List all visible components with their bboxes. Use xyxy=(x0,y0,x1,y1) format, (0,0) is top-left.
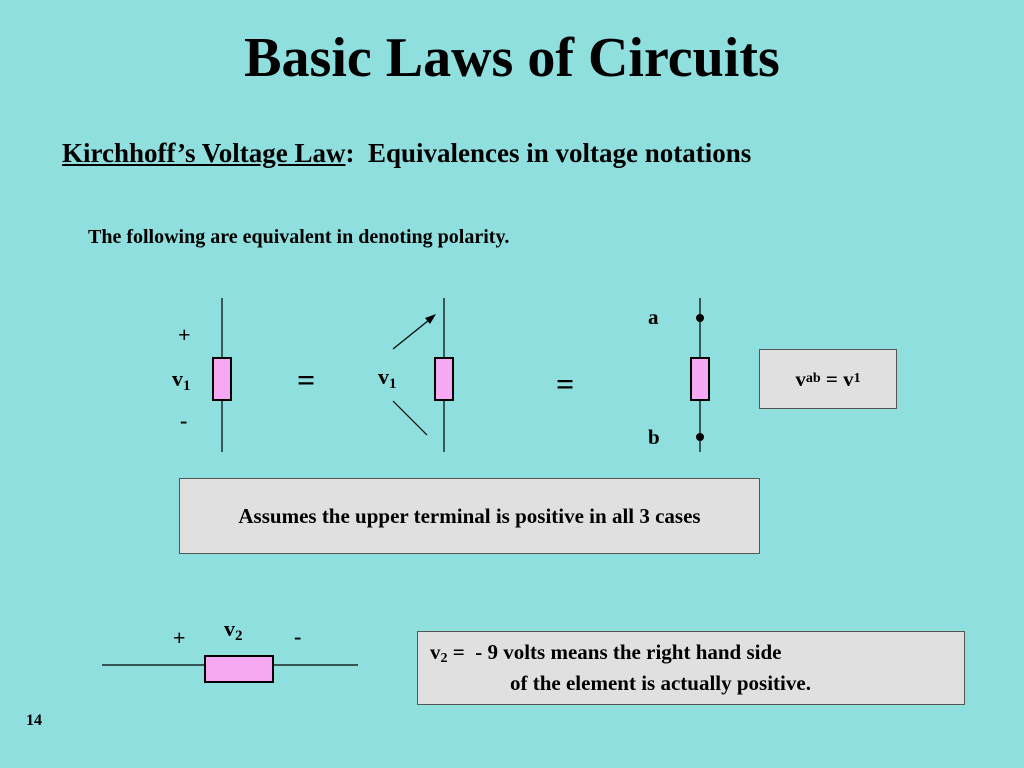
assumption-box: Assumes the upper terminal is positive i… xyxy=(179,478,760,554)
node-b-dot xyxy=(696,433,704,441)
slide-number: 14 xyxy=(26,712,42,729)
v-label: v xyxy=(378,364,389,389)
subtitle-colon: : xyxy=(345,138,355,168)
subtitle-text: Equivalences in voltage notations xyxy=(368,138,752,168)
equals-sign-2: = xyxy=(556,366,575,402)
v-label: v xyxy=(224,616,235,641)
v2-explanation-box: v2 = - 9 volts means the right hand side… xyxy=(417,631,965,705)
node-a-label: a xyxy=(648,305,659,329)
element-2-resistor xyxy=(434,357,454,401)
subscript: ab xyxy=(805,371,821,386)
tail-line xyxy=(392,400,428,436)
v2-line-1: v2 = - 9 volts means the right hand side xyxy=(430,640,964,667)
element-1-plus: + xyxy=(178,322,191,347)
element-4-voltage-label: v2 xyxy=(224,618,243,644)
v-label: v xyxy=(430,640,441,664)
subscript: 2 xyxy=(235,628,243,644)
element-4-plus: + xyxy=(173,625,186,650)
element-3-resistor xyxy=(690,357,710,401)
slide-subtitle: Kirchhoff’s Voltage Law: Equivalences in… xyxy=(62,138,751,169)
slide-title: Basic Laws of Circuits xyxy=(244,27,780,89)
element-2-voltage-label: v1 xyxy=(378,366,397,392)
intro-text: The following are equivalent in denoting… xyxy=(88,226,510,248)
law-name: Kirchhoff’s Voltage Law xyxy=(62,138,346,168)
arrow-head xyxy=(425,314,436,324)
element-1-resistor xyxy=(212,357,232,401)
equals-sign-1: = xyxy=(297,362,316,398)
node-a-dot xyxy=(696,314,704,322)
element-3 xyxy=(690,298,710,452)
v2-line-1-text: = - 9 volts means the right hand side xyxy=(447,640,782,664)
subscript: 1 xyxy=(183,378,191,394)
element-1-minus: - xyxy=(180,408,188,433)
subscript: 2 xyxy=(440,651,448,666)
element-2 xyxy=(392,298,454,452)
equals-v: = v xyxy=(820,366,854,391)
element-4-minus: - xyxy=(294,624,302,649)
subscript: 1 xyxy=(853,371,861,386)
node-b-label: b xyxy=(648,425,660,449)
v-label: v xyxy=(795,366,806,391)
element-1-voltage-label: v1 xyxy=(172,368,191,394)
element-1 xyxy=(212,298,232,452)
v2-line-2: of the element is actually positive. xyxy=(510,671,811,695)
arrow-line xyxy=(392,315,435,350)
subscript: 1 xyxy=(389,376,397,392)
element-4-resistor xyxy=(204,655,274,683)
v-label: v xyxy=(172,366,183,391)
element-4 xyxy=(102,655,358,683)
